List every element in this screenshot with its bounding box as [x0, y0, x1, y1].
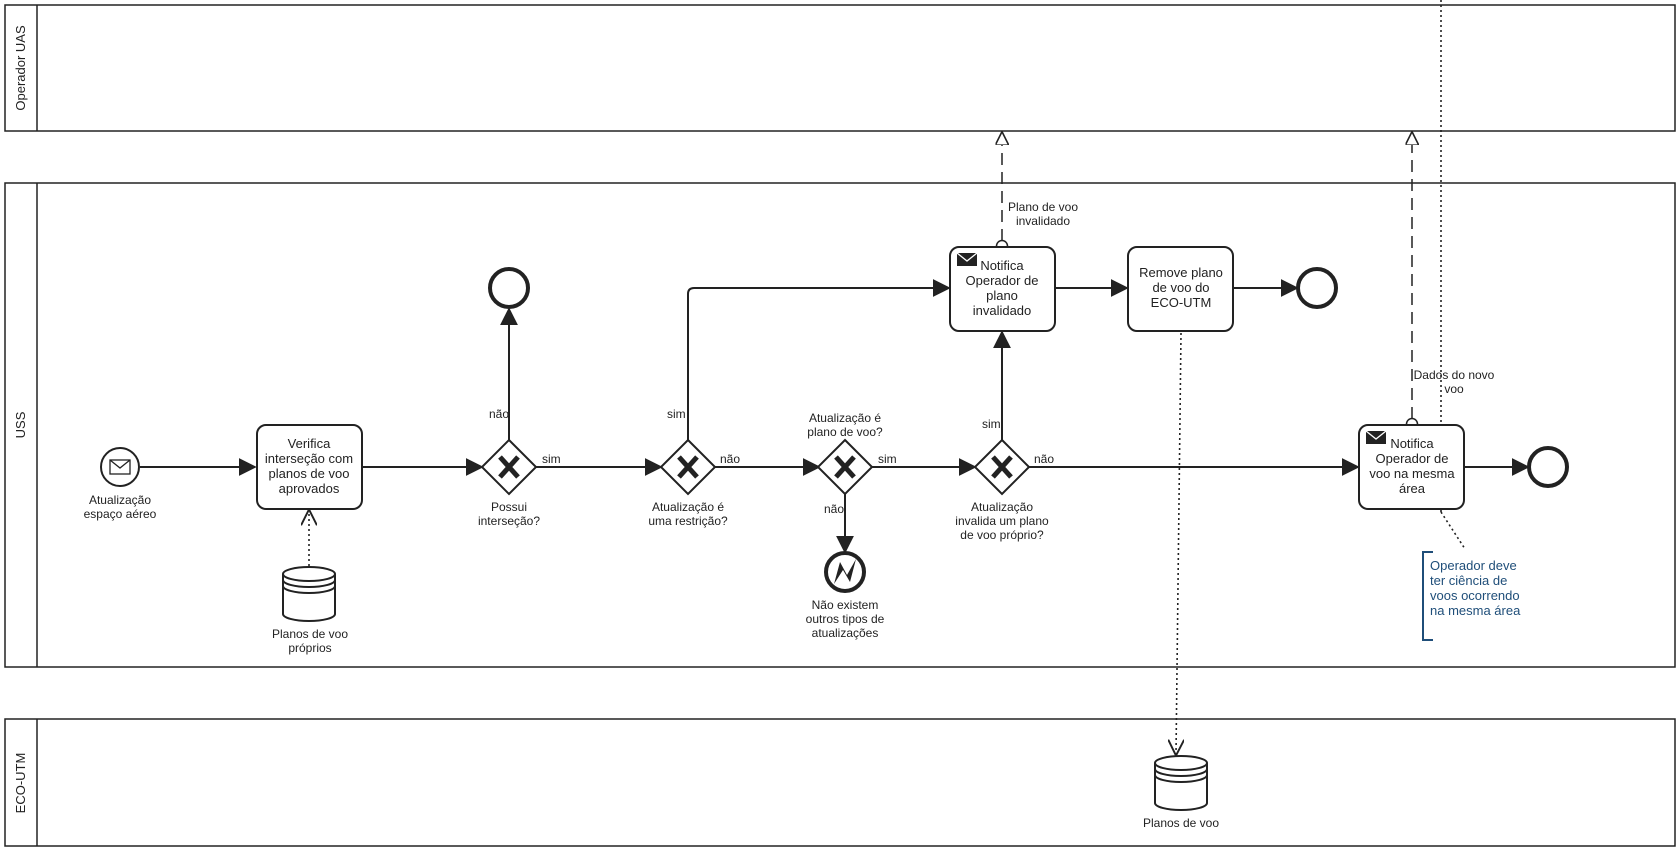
send-message-icon	[956, 252, 978, 266]
text-annotation[interactable]: Operador deve ter ciência de voos ocorre…	[1422, 551, 1521, 641]
flow-label-g1-nao: não	[489, 407, 509, 421]
error-end-event[interactable]	[824, 551, 866, 593]
svg-text:Remove plano: Remove plano	[1139, 265, 1223, 280]
flow-label-g1-sim: sim	[542, 452, 561, 466]
g2-label-2: uma restrição?	[648, 514, 728, 528]
svg-text:planos de voo: planos de voo	[269, 466, 350, 481]
svg-text:plano: plano	[986, 288, 1018, 303]
gateway-restricao[interactable]	[659, 438, 717, 496]
annotation-line-4: na mesma área	[1430, 603, 1521, 618]
exclusive-x-icon	[834, 455, 856, 479]
g2-label-1: Atualização é	[652, 500, 724, 514]
svg-text:ECO-UTM: ECO-UTM	[1151, 295, 1212, 310]
data-store-eco-label: Planos de voo	[1143, 816, 1219, 830]
flow-label-g2-sim: sim	[667, 407, 686, 421]
assoc-annotation-line	[1440, 511, 1466, 550]
envelope-icon	[109, 459, 131, 475]
lane-title-uss: USS	[13, 411, 28, 438]
exclusive-x-icon	[677, 455, 699, 479]
g1-label-2: interseção?	[478, 514, 540, 528]
error-icon	[834, 559, 856, 584]
flow-label-g3-nao: não	[824, 502, 844, 516]
lane-operador-uas: Operador UAS	[4, 4, 1676, 132]
annotation-line-2: ter ciência de	[1430, 573, 1507, 588]
send-message-icon	[1365, 430, 1387, 444]
svg-text:Notifica: Notifica	[1390, 436, 1434, 451]
error-label-1: Não existem	[812, 598, 879, 612]
g3-label-1: Atualização é	[809, 411, 881, 425]
g4-label-1: Atualização	[971, 500, 1033, 514]
message-label-plano-2: invalidado	[1016, 214, 1070, 228]
error-label-2: outros tipos de	[806, 612, 885, 626]
annotation-line-3: voos ocorrendo	[1430, 588, 1520, 603]
task-verifica-intersecao[interactable]: Verifica interseção com planos de voo ap…	[256, 424, 363, 510]
svg-text:Verifica: Verifica	[288, 436, 331, 451]
data-store-proprios[interactable]	[282, 566, 336, 622]
svg-text:aprovados: aprovados	[279, 481, 340, 496]
assoc-remove-to-eco	[1176, 332, 1181, 754]
task-notifica-plano-invalidado[interactable]: Notifica Operador de plano invalidado	[949, 246, 1056, 332]
g1-label-1: Possui	[491, 500, 527, 514]
exclusive-x-icon	[498, 455, 520, 479]
start-event-label-1: Atualização	[89, 493, 151, 507]
svg-text:Operador de: Operador de	[966, 273, 1039, 288]
end-event-right[interactable]	[1527, 446, 1569, 488]
data-store-proprios-label-2: próprios	[288, 641, 331, 655]
lane-title-eco: ECO-UTM	[13, 753, 28, 814]
g3-label-2: plano de voo?	[807, 425, 883, 439]
end-event-after-remove[interactable]	[1296, 267, 1338, 309]
exclusive-x-icon	[991, 455, 1013, 479]
gateway-possui-intersecao[interactable]	[480, 438, 538, 496]
flow-label-g2-nao: não	[720, 452, 740, 466]
end-event-top[interactable]	[488, 267, 530, 309]
svg-text:de voo do: de voo do	[1152, 280, 1209, 295]
message-label-plano-1: Plano de voo	[1008, 200, 1078, 214]
svg-text:voo na mesma: voo na mesma	[1369, 466, 1455, 481]
lane-eco-utm: ECO-UTM	[4, 718, 1676, 847]
task-remove-plano[interactable]: Remove plano de voo do ECO-UTM	[1127, 246, 1234, 332]
flow-label-g4-nao: não	[1034, 452, 1054, 466]
data-store-proprios-label-1: Planos de voo	[272, 627, 348, 641]
start-event-label-2: espaço aéreo	[84, 507, 157, 521]
svg-text:interseção com: interseção com	[265, 451, 353, 466]
error-label-3: atualizações	[812, 626, 879, 640]
message-label-dados-2: voo	[1444, 382, 1464, 396]
flow-label-g4-sim: sim	[982, 417, 1001, 431]
svg-text:Operador de: Operador de	[1376, 451, 1449, 466]
data-store-eco-utm[interactable]	[1154, 755, 1208, 811]
sequence-flows	[140, 279, 1530, 554]
start-event-message[interactable]	[100, 447, 140, 487]
data-associations	[309, 0, 1466, 754]
flow-g2-to-notifica	[687, 279, 951, 440]
lane-title-operador: Operador UAS	[13, 25, 28, 111]
gateway-plano-de-voo[interactable]	[816, 438, 874, 496]
annotation-line-1: Operador deve	[1430, 558, 1517, 573]
svg-text:área: área	[1399, 481, 1426, 496]
g4-label-2: invalida um plano	[955, 514, 1049, 528]
svg-text:Notifica: Notifica	[980, 258, 1024, 273]
gateway-invalida-plano[interactable]	[973, 438, 1031, 496]
g4-label-3: de voo próprio?	[960, 528, 1044, 542]
svg-text:invalidado: invalidado	[973, 303, 1032, 318]
message-label-dados-1: Dados do novo	[1414, 368, 1495, 382]
task-notifica-mesma-area[interactable]: Notifica Operador de voo na mesma área	[1358, 424, 1465, 510]
flow-label-g3-sim: sim	[878, 452, 897, 466]
